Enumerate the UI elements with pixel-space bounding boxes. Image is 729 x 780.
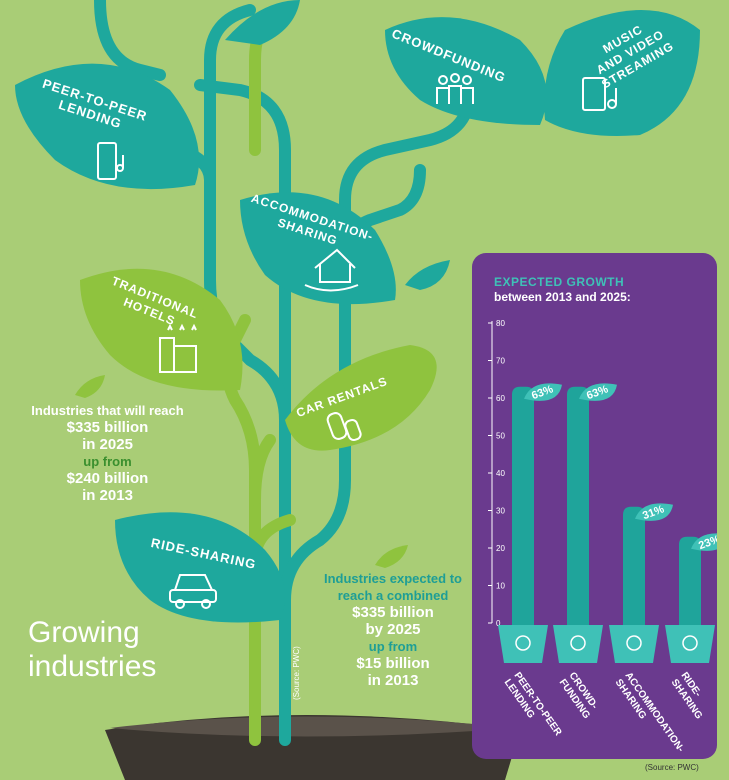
leaf-top-teal — [225, 0, 300, 45]
left-note: Industries that will reach $335 billion … — [20, 402, 195, 504]
pot-symbol-icon — [515, 635, 531, 651]
left-note-up: up from — [83, 454, 132, 469]
bar-leaf — [635, 503, 673, 521]
bar — [512, 386, 534, 627]
leaf-small-green-2 — [375, 545, 408, 568]
leaf-car-rentals — [285, 345, 437, 451]
source-note: (Source: PWC) — [645, 763, 699, 772]
left-note-value1: $335 billion — [66, 419, 149, 436]
y-tick-label: 20 — [496, 544, 505, 553]
y-tick-label: 10 — [496, 582, 505, 591]
category-label: CROWD-FUNDING — [557, 670, 602, 721]
left-note-year2: in 2013 — [82, 487, 133, 504]
y-tick-label: 70 — [496, 357, 505, 366]
bar-leaf — [579, 383, 617, 401]
center-note-line2: reach a combined — [337, 588, 449, 603]
people-icon — [436, 73, 474, 104]
leaf-accommodation — [240, 192, 396, 305]
pot-icon — [609, 625, 659, 663]
page-title: Growing industries — [28, 616, 156, 684]
phone-music-icon — [97, 142, 124, 180]
pot-symbol-icon — [626, 635, 642, 651]
y-tick-label: 60 — [496, 394, 505, 403]
pot-icon — [665, 625, 715, 663]
bar — [679, 536, 701, 627]
pot-icon — [553, 625, 603, 663]
leaf-peer-to-peer — [15, 63, 200, 190]
center-note-line1: Industries expected to — [324, 571, 462, 586]
leaf-crowdfunding — [385, 17, 547, 126]
bar-chart: 0102030405060708063%PEER-TO-PEERLENDING6… — [488, 319, 717, 754]
y-tick-label: 80 — [496, 319, 505, 328]
center-note-year2: in 2013 — [367, 672, 419, 689]
center-note-value1: $335 billion — [352, 604, 434, 621]
center-note-year1: by 2025 — [365, 621, 421, 638]
y-tick-label: 40 — [496, 469, 505, 478]
bar — [567, 386, 589, 627]
center-note-up: up from — [368, 639, 418, 654]
leaf-small-green-1 — [75, 375, 105, 398]
house-hand-icon — [304, 248, 359, 292]
chart-title: EXPECTED GROWTH — [494, 275, 625, 289]
center-note-value2: $15 billion — [356, 655, 430, 672]
y-tick-label: 50 — [496, 432, 505, 441]
center-note: Industries expected to reach a combined … — [318, 570, 468, 689]
pot-icon — [498, 625, 548, 663]
car-key-icon — [326, 412, 362, 442]
leaf-traditional-hotels — [80, 268, 243, 391]
hotel-icon — [159, 323, 197, 373]
leaf-small-teal — [405, 260, 450, 290]
left-note-year1: in 2025 — [82, 436, 133, 453]
bar — [623, 506, 645, 627]
left-note-line1: Industries that will reach — [31, 403, 184, 418]
car-icon — [169, 574, 217, 609]
bar-leaf — [691, 533, 717, 551]
left-note-value2: $240 billion — [66, 470, 149, 487]
title-line2: industries — [28, 650, 157, 683]
pot-symbol-icon — [682, 635, 698, 651]
chart-panel: EXPECTED GROWTH between 2013 and 2025: 0… — [472, 253, 717, 759]
source-note-vertical: (Source: PWC) — [292, 646, 301, 700]
title-line1: Growing — [28, 616, 140, 649]
pot-symbol-icon — [570, 635, 586, 651]
media-player-icon — [582, 77, 617, 111]
y-tick-label: 30 — [496, 507, 505, 516]
category-label: RIDE-SHARING — [669, 670, 714, 721]
y-tick-label: 0 — [496, 619, 501, 628]
bar-leaf — [524, 383, 562, 401]
leaf-ride-sharing — [115, 512, 285, 623]
chart-subtitle: between 2013 and 2025: — [494, 290, 631, 304]
category-label: PEER-TO-PEERLENDING — [502, 670, 564, 745]
